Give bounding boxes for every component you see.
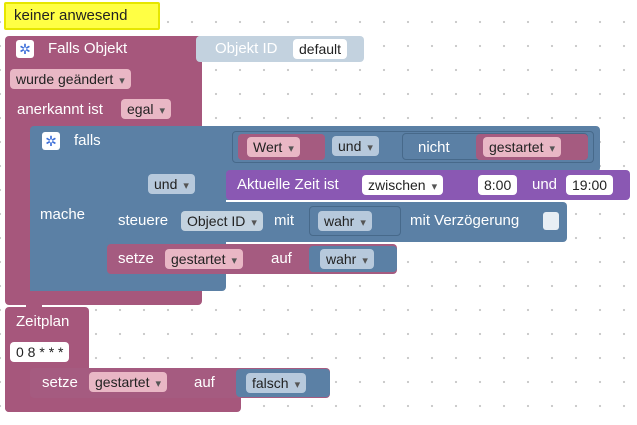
schedule-var-dropdown[interactable]: gestartet [89, 372, 168, 392]
control-with-label: mit [274, 212, 294, 229]
schedule-set-label: setze [42, 374, 78, 391]
schedule-block-bottom [5, 396, 241, 412]
schedule-to-label: auf [194, 374, 215, 391]
comment-text: keiner anwesend [14, 7, 128, 24]
delay-label: mit Verzögerung [410, 212, 520, 229]
und-operator-dropdown[interactable]: und [148, 174, 195, 194]
gear-icon[interactable]: ✲ [16, 40, 34, 58]
cron-input[interactable]: 0 8 * * * [10, 342, 70, 362]
event-block-notch [26, 303, 42, 309]
mache-label: mache [40, 206, 86, 223]
und-dropdown[interactable]: und [332, 136, 379, 156]
schedule-label: Zeitplan [16, 313, 70, 330]
gear-icon[interactable]: ✲ [42, 132, 60, 150]
time-label: Aktuelle Zeit ist [237, 176, 339, 193]
comment-box[interactable] [4, 2, 160, 30]
time-to-input[interactable]: 19:00 [566, 175, 614, 195]
delay-checkbox[interactable] [543, 212, 559, 230]
falls-label: falls [74, 132, 101, 149]
not-label: nicht [418, 139, 450, 156]
set-var-dropdown[interactable]: gestartet [165, 249, 244, 269]
if-block-tail [30, 276, 142, 291]
trigger-title: Falls Objekt [48, 40, 128, 57]
time-from-input[interactable]: 8:00 [478, 175, 518, 195]
set-to-label: auf [271, 250, 292, 267]
ack-label: anerkannt ist [17, 101, 103, 118]
object-id-input[interactable]: default [293, 39, 348, 59]
control-object-id[interactable]: Object ID [181, 211, 263, 231]
control-label: steuere [118, 212, 169, 229]
time-mode-dropdown[interactable]: zwischen [362, 175, 444, 195]
schedule-value-dropdown[interactable]: falsch [246, 373, 307, 393]
set-value-dropdown[interactable]: wahr [320, 249, 374, 269]
wert-dropdown[interactable]: Wert [247, 137, 300, 157]
changed-dropdown[interactable]: wurde geändert [10, 69, 131, 89]
control-value-dropdown[interactable]: wahr [318, 211, 372, 231]
object-id-label: Objekt ID [215, 40, 278, 57]
time-and-label: und [532, 176, 558, 193]
gestartet-dropdown[interactable]: gestartet [483, 137, 562, 157]
ack-dropdown[interactable]: egal [121, 99, 171, 119]
set-label: setze [118, 250, 154, 267]
